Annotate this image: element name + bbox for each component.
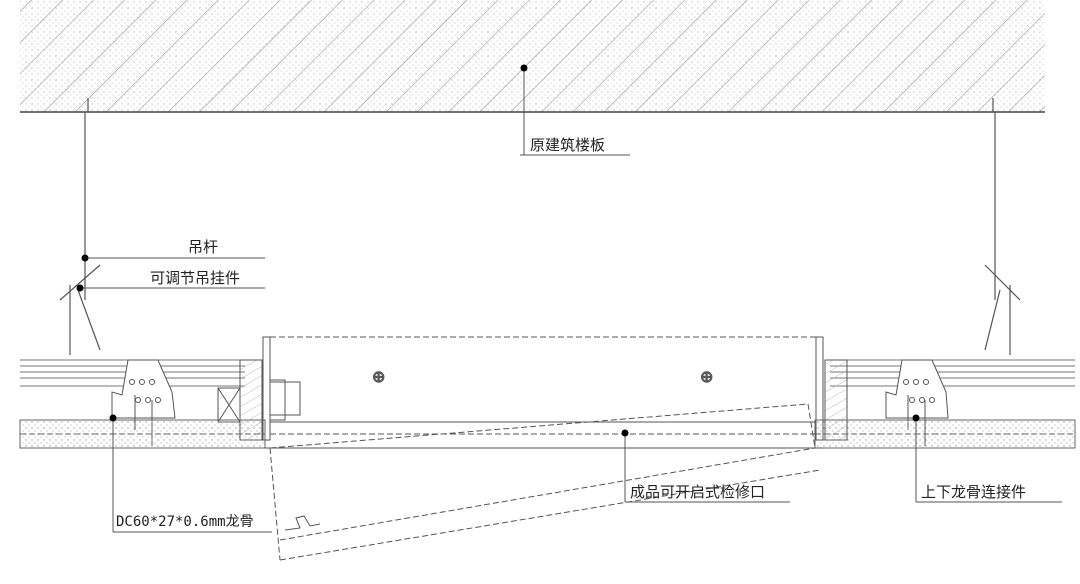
label-access-panel: 成品可开启式检修口 [630, 483, 766, 501]
wood-blocks [217, 359, 848, 441]
screw-symbol: ⊕ [372, 367, 385, 386]
label-slab: 原建筑楼板 [530, 136, 606, 154]
concrete-slab [20, 0, 1045, 113]
label-rod: 吊杆 [188, 238, 219, 256]
label-hanger: 可调节吊挂件 [150, 269, 241, 287]
access-panel: ⊕ ⊕ [262, 336, 824, 561]
leader-dots [76, 64, 920, 437]
gypsum-boards [19, 419, 1076, 449]
label-connector: 上下龙骨连接件 [921, 483, 1027, 501]
screw-symbol: ⊕ [700, 367, 713, 386]
label-keel: DC60*27*0.6mm龙骨 [116, 514, 254, 530]
leader-lines [80, 68, 1062, 533]
hanger-rods [59, 98, 1021, 355]
